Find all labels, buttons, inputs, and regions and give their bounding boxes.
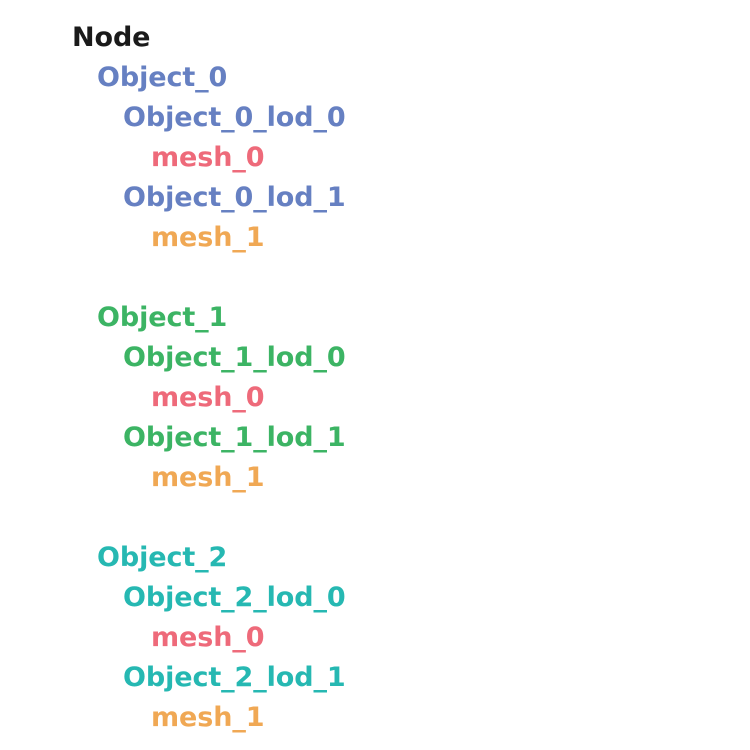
tree-group-separator xyxy=(0,258,750,298)
tree-node-object-0[interactable]: Object_0 xyxy=(97,62,228,93)
tree-node-object-0-lod-0[interactable]: Object_0_lod_0 xyxy=(123,102,346,133)
tree-node-object-1[interactable]: Object_1 xyxy=(97,302,228,333)
tree-node-object-0-lod-1[interactable]: Object_0_lod_1 xyxy=(123,182,346,213)
tree-node-mesh-1[interactable]: mesh_1 xyxy=(151,462,265,493)
tree-node-mesh-0[interactable]: mesh_0 xyxy=(151,622,265,653)
tree-node-mesh-1[interactable]: mesh_1 xyxy=(151,222,265,253)
tree-node-object-2-lod-1[interactable]: Object_2_lod_1 xyxy=(123,662,346,693)
tree-node-object-2-lod-0[interactable]: Object_2_lod_0 xyxy=(123,582,346,613)
tree-node-mesh-0[interactable]: mesh_0 xyxy=(151,142,265,173)
tree-node-object-1-lod-1[interactable]: Object_1_lod_1 xyxy=(123,422,346,453)
tree-node-object-1-lod-0[interactable]: Object_1_lod_0 xyxy=(123,342,346,373)
tree-node-object-2[interactable]: Object_2 xyxy=(97,542,228,573)
tree-node-mesh-1[interactable]: mesh_1 xyxy=(151,702,265,733)
tree-node-mesh-0[interactable]: mesh_0 xyxy=(151,382,265,413)
tree-group-separator xyxy=(0,498,750,538)
tree-node-root[interactable]: Node xyxy=(72,22,151,53)
